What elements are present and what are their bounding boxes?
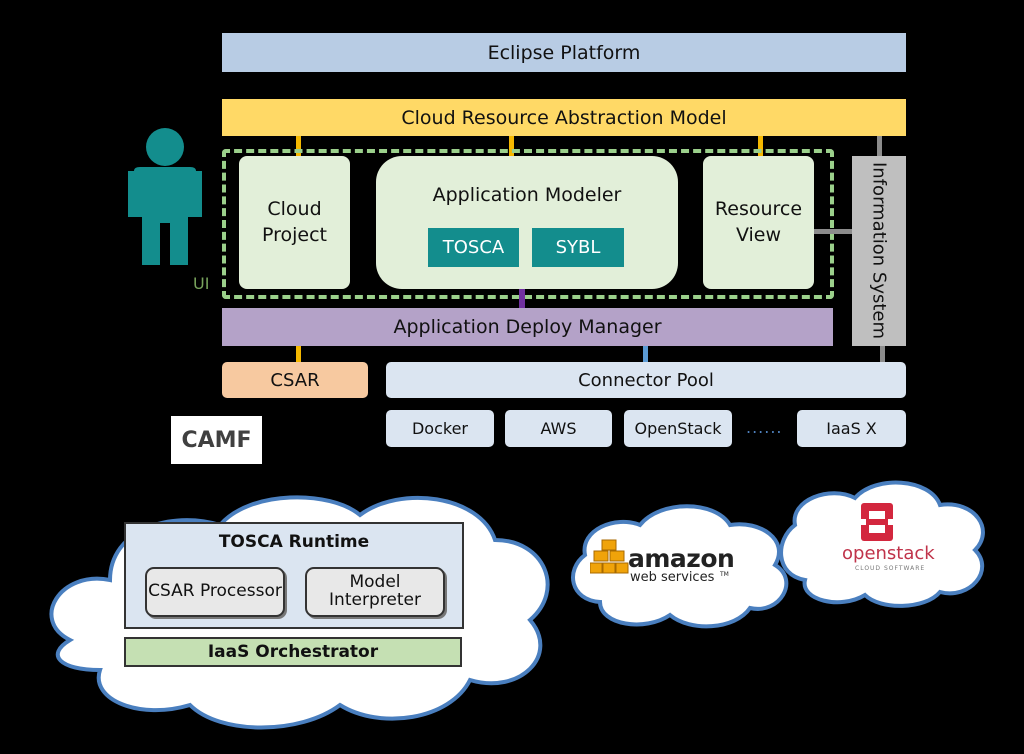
- aws-tm: TM: [720, 571, 729, 578]
- connector-tick: [296, 136, 301, 156]
- application-modeler-box: [376, 156, 678, 289]
- cloud-resource-abstraction-model-bar: Cloud Resource Abstraction Model: [222, 99, 906, 136]
- iaas-orchestrator-bar: IaaS Orchestrator: [124, 637, 462, 667]
- connector-line: [877, 136, 882, 156]
- application-modeler-title: Application Modeler: [432, 184, 622, 206]
- application-deploy-manager-bar: Application Deploy Manager: [222, 308, 833, 346]
- eclipse-platform-bar: Eclipse Platform: [222, 33, 906, 72]
- openstack-logo: [861, 503, 893, 541]
- ui-region: [222, 149, 834, 299]
- connector-docker: Docker: [386, 410, 494, 447]
- csar-processor-label: CSAR Processor: [148, 581, 282, 602]
- cloud-project-label: Cloud Project: [261, 197, 327, 246]
- ellipsis: ......: [746, 418, 783, 437]
- model-interpreter-box: Model Interpreter: [305, 567, 445, 617]
- csar-processor-box: CSAR Processor: [145, 567, 285, 617]
- tosca-runtime-title: TOSCA Runtime: [218, 532, 370, 552]
- connector-iaas-x: IaaS X: [797, 410, 906, 447]
- aws-logo: [590, 539, 629, 574]
- connector-tick: [296, 346, 301, 362]
- resource-view-box: Resource View: [703, 156, 814, 289]
- model-interpreter-label: Model Interpreter: [329, 572, 421, 610]
- connector-tick: [519, 289, 525, 308]
- connector-aws: AWS: [505, 410, 612, 447]
- connector-tick: [509, 136, 514, 156]
- amazon-word: amazon: [628, 544, 735, 573]
- ui-label: UI: [193, 274, 210, 293]
- tosca-box: TOSCA: [428, 228, 519, 267]
- resource-view-label: Resource View: [714, 197, 803, 246]
- user-icon: [128, 128, 202, 265]
- connector-tick: [758, 136, 763, 156]
- cloud-project-box: Cloud Project: [239, 156, 350, 289]
- connector-line: [814, 229, 854, 234]
- connector-openstack: OpenStack: [624, 410, 732, 447]
- connector-tick: [643, 346, 648, 362]
- camf-label: CAMF: [171, 416, 262, 464]
- information-system-label: Information System: [868, 162, 890, 340]
- sybl-box: SYBL: [532, 228, 624, 267]
- connector-pool-bar: Connector Pool: [386, 362, 906, 398]
- csar-box: CSAR: [222, 362, 368, 398]
- information-system-box: Information System: [852, 156, 906, 346]
- aws-sub: web services: [630, 570, 715, 585]
- connector-line: [880, 346, 885, 362]
- openstack-word: openstack: [842, 543, 935, 564]
- openstack-sub: CLOUD SOFTWARE: [855, 565, 926, 572]
